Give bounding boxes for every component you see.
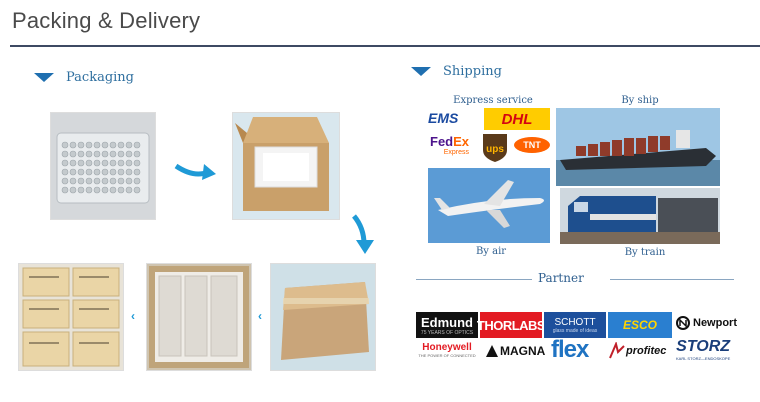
packaging-heading: Packaging [34,70,134,85]
edmund-subtext: 75 YEARS OF OPTICS [420,329,474,336]
packaging-sealed-box-image [270,263,376,371]
edmund-logo: Edmund 75 YEARS OF OPTICS [416,312,478,338]
schott-subtext: glass made of ideas [552,327,598,334]
title-divider [10,45,760,47]
arrow-right-icon [174,158,216,191]
arrow-left-icon: ‹ [258,309,262,323]
esco-logo: ESCO [608,312,672,338]
storz-logo-text: STORZ [676,338,731,355]
partner-label: Partner [538,271,584,285]
train-image [560,188,720,244]
packaging-foam-box-image [232,112,340,220]
thorlabs-logo: THORLABS [477,312,546,338]
page-title: Packing & Delivery [12,8,201,33]
arrow-left-icon: ‹ [131,309,135,323]
magna-mark-icon [486,345,498,357]
ems-logo: EMS [428,110,459,126]
tnt-logo: TNT [512,136,552,163]
shipping-heading: Shipping [411,64,502,79]
express-service-label: Express service [453,95,533,106]
edmund-logo-text: Edmund [421,314,473,330]
triangle-down-icon [34,73,54,82]
by-ship-label: By ship [621,95,659,106]
svg-text:TNT: TNT [523,140,541,150]
by-air-label: By air [475,246,507,257]
honeywell-subtext: THE POWER OF CONNECTED [418,353,476,358]
partner-divider-right [610,279,734,280]
storz-subtext: KARL STORZ—ENDOSKOPE [676,356,731,361]
packaging-tray-image [50,112,156,220]
airplane-image [428,168,550,243]
storz-logo: STORZ KARL STORZ—ENDOSKOPE [676,338,730,361]
honeywell-logo: Honeywell THE POWER OF CONNECTED [418,342,476,358]
dhl-logo: DHL [484,108,550,130]
arrow-down-icon [350,214,380,261]
schott-logo: SCHOTT glass made of ideas [544,312,606,338]
profitec-logo-text: profitec [626,345,667,357]
packaging-filled-box-image [146,263,252,371]
flex-logo: flex [551,336,589,363]
svg-text:ups: ups [486,144,504,155]
ship-image [556,108,720,186]
partner-divider-left [416,279,532,280]
shipping-label: Shipping [443,64,502,79]
magna-logo: MAGNA [486,344,545,358]
by-train-label: By train [624,247,666,258]
triangle-down-icon [411,67,431,76]
profitec-logo: profitec [608,342,666,360]
schott-logo-text: SCHOTT [554,316,596,328]
newport-logo: Newport [676,316,737,330]
profitec-mark-icon [609,342,625,359]
magna-logo-text: MAGNA [500,344,546,358]
ups-logo: ups [482,132,508,167]
honeywell-logo-text: Honeywell [422,342,472,353]
newport-mark-icon [676,316,690,330]
packaging-cartons-image [18,263,124,371]
packaging-label: Packaging [66,70,134,85]
newport-logo-text: Newport [693,317,737,329]
